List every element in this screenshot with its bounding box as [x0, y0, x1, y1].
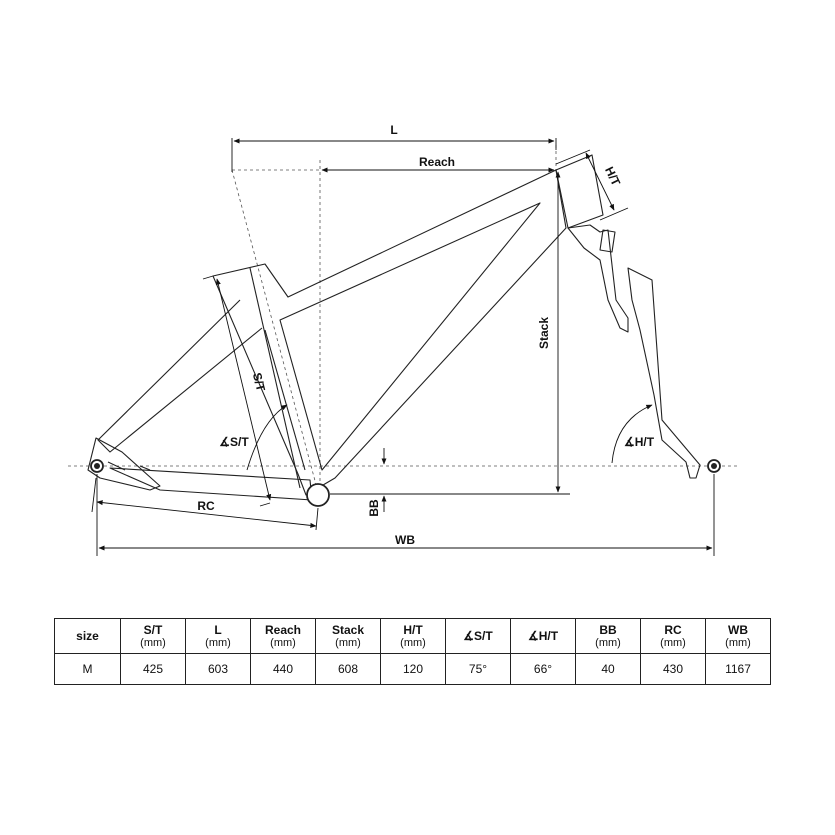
header-reach: Reach(mm) [250, 618, 316, 654]
header-stack: Stack(mm) [315, 618, 381, 654]
cell-st: 425 [120, 653, 186, 685]
cell-size: M [54, 653, 121, 685]
header-l: L(mm) [185, 618, 251, 654]
bottom-bracket [306, 483, 330, 507]
cell-l: 603 [185, 653, 251, 685]
main-triangle-inner [279, 202, 541, 471]
header-wb: WB(mm) [705, 618, 771, 654]
label-stack: Stack [537, 317, 551, 349]
dimension-lines [91, 138, 715, 556]
main-triangle-outer [212, 169, 567, 496]
label-reach: Reach [419, 155, 455, 169]
header-st-angle: ∡S/T [445, 618, 511, 654]
header-size: size [54, 618, 121, 654]
bike-frame [87, 154, 701, 501]
label-st: S/T [250, 371, 268, 393]
cell-stack: 608 [315, 653, 381, 685]
label-ht-angle: ∡H/T [624, 435, 655, 449]
cell-rc: 430 [640, 653, 706, 685]
rear-axle-inner [94, 463, 100, 469]
geometry-table: size S/T(mm) L(mm) Reach(mm) Stack(mm) H… [54, 618, 771, 685]
label-wb: WB [395, 533, 415, 547]
label-st-angle: ∡S/T [219, 435, 249, 449]
rear-dropout [87, 437, 161, 491]
seat-tube-back [264, 329, 306, 471]
cell-reach: 440 [250, 653, 316, 685]
label-ht: H/T [602, 164, 623, 188]
label-rc: RC [197, 499, 215, 513]
frame-geometry-diagram: L Reach H/T Stack S/T ∡S/T ∡H/T RC BB WB [68, 123, 740, 556]
fork-lower [627, 267, 701, 479]
head-tube [555, 154, 604, 229]
header-ht-angle: ∡H/T [510, 618, 576, 654]
cell-wb: 1167 [705, 653, 771, 685]
cell-bb: 40 [575, 653, 641, 685]
header-rc: RC(mm) [640, 618, 706, 654]
fork [567, 224, 629, 333]
front-axle-inner [711, 463, 717, 469]
header-ht: H/T(mm) [380, 618, 446, 654]
header-bb: BB(mm) [575, 618, 641, 654]
cell-st-angle: 75° [445, 653, 511, 685]
cell-ht-angle: 66° [510, 653, 576, 685]
label-bb: BB [367, 499, 381, 517]
table-row: M 425 603 440 608 120 75° 66° 40 430 116… [54, 653, 771, 685]
label-l: L [390, 123, 397, 137]
seat-stay [97, 299, 263, 453]
table-header-row: size S/T(mm) L(mm) Reach(mm) Stack(mm) H… [54, 618, 771, 654]
cell-ht: 120 [380, 653, 446, 685]
chain-stay [109, 467, 313, 501]
header-st: S/T(mm) [120, 618, 186, 654]
